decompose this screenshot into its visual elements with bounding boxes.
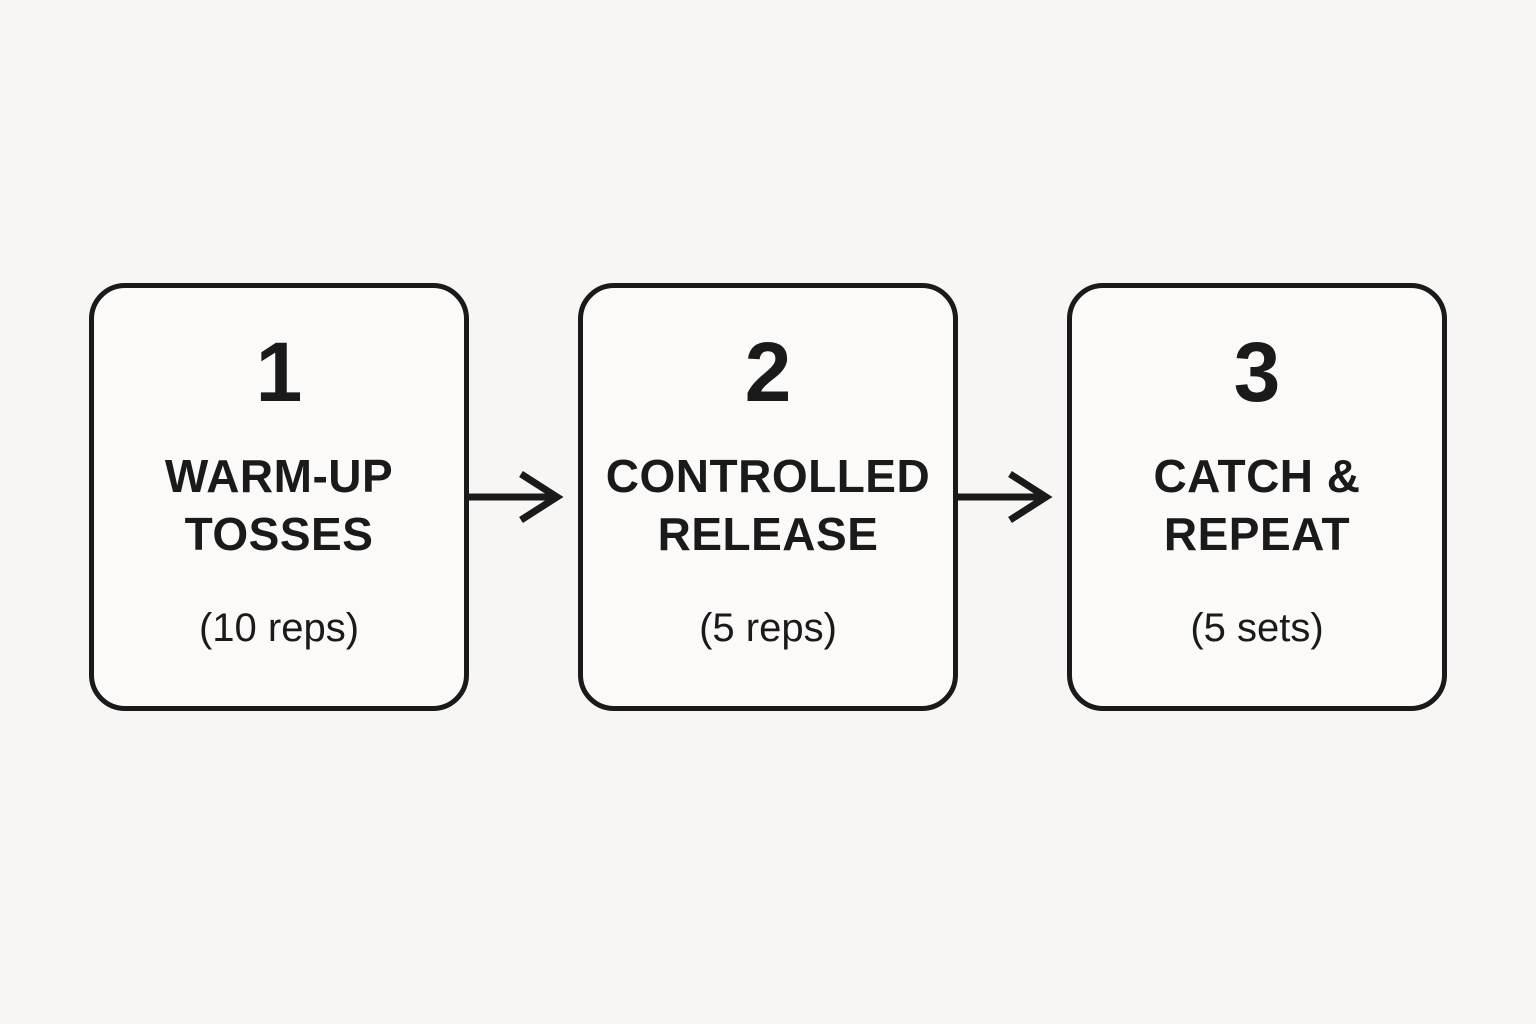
step-box-1: 1 WARM-UP TOSSES (10 reps): [89, 283, 469, 711]
step-number: 3: [1233, 325, 1281, 419]
step-subtitle: (5 sets): [1190, 606, 1324, 650]
arrow-right-icon: [469, 437, 578, 557]
step-box-3: 3 CATCH & REPEAT (5 sets): [1067, 283, 1447, 711]
step-number: 1: [255, 325, 303, 419]
step-title: CONTROLLED RELEASE: [605, 450, 931, 560]
step-subtitle: (5 reps): [699, 606, 837, 650]
step-box-2: 2 CONTROLLED RELEASE (5 reps): [578, 283, 958, 711]
arrow-right-icon: [958, 437, 1067, 557]
step-title: WARM-UP TOSSES: [164, 450, 394, 560]
step-number: 2: [744, 325, 792, 419]
process-flow-diagram: 1 WARM-UP TOSSES (10 reps) 2 CONTROLLED …: [0, 283, 1536, 711]
step-subtitle: (10 reps): [198, 606, 360, 650]
step-title: CATCH & REPEAT: [1153, 450, 1361, 560]
